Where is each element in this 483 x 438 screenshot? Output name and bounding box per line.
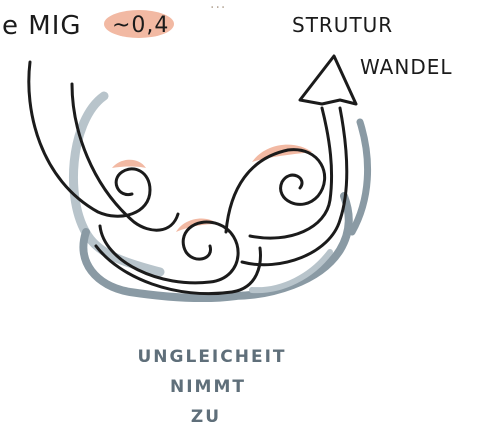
top-faint-text: ...	[210, 0, 226, 12]
right-curl-inner	[250, 108, 332, 238]
bottom-label-line2: NIMMT	[170, 377, 246, 397]
bottom-label-line3: ZU	[191, 407, 221, 427]
highlight-left-curl	[112, 160, 146, 168]
top-left-label: e MIG	[2, 11, 82, 41]
bottom-label-line1: UNGLEICHEIT	[138, 347, 287, 367]
strand-right	[72, 84, 178, 230]
strand-left	[29, 62, 150, 216]
right-curl	[226, 150, 325, 232]
arrow-head-icon	[300, 56, 356, 104]
right-label-line1: STRUTUR	[292, 13, 393, 37]
highlight-middle-curl	[176, 218, 218, 232]
top-left-value: ~0,4	[112, 13, 169, 38]
right-label-line2: WANDEL	[360, 55, 453, 79]
middle-curl	[100, 222, 238, 283]
